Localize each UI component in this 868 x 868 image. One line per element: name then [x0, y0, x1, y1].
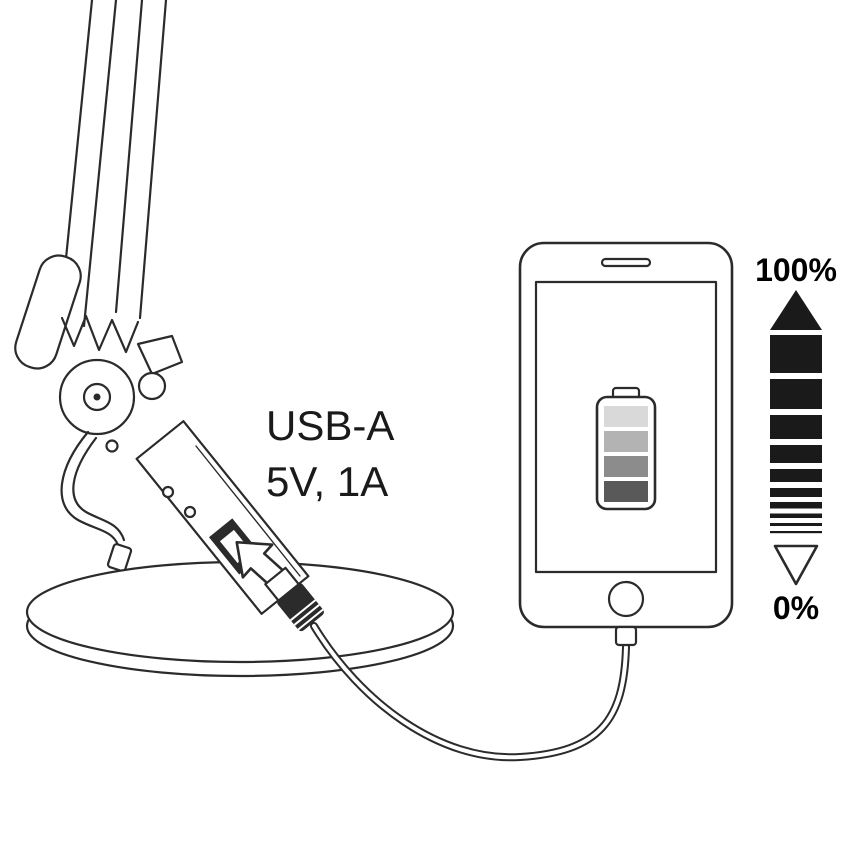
gauge-bar: [770, 335, 822, 373]
lamp-arm-tube-line: [114, 0, 144, 314]
lamp-side-cable-line: [60, 430, 120, 547]
lamp-joint-knob: [137, 371, 167, 401]
lamp-joint: [58, 334, 184, 453]
gauge-bar: [770, 379, 822, 409]
charge-gauge-bars: [770, 335, 822, 534]
battery-charging-icon: [595, 386, 657, 511]
lamp-joint-bracket: [136, 334, 184, 376]
phone-home-button: [607, 580, 645, 618]
gauge-bar: [770, 502, 822, 509]
gauge-bar: [770, 415, 822, 439]
gauge-empty-triangle-icon: [773, 544, 819, 586]
lamp-arm-tube-line: [138, 0, 168, 320]
usb-spec-label: USB-A 5V, 1A: [266, 402, 394, 505]
usb-type-text: USB-A: [266, 402, 394, 449]
lamp-side-plug: [106, 543, 133, 573]
usb-cable: [310, 622, 630, 762]
lamp-head-seam: [195, 445, 301, 577]
phone-connector-plug: [614, 625, 638, 647]
lamp-joint-pin: [93, 393, 101, 401]
gauge-bar: [770, 488, 822, 497]
battery-bar-3: [604, 456, 648, 477]
gauge-max-label: 100%: [755, 252, 837, 288]
gauge-bar: [770, 523, 822, 526]
lamp-side-cable: [60, 430, 134, 590]
lamp-head-screw: [161, 485, 175, 499]
gauge-full-triangle-icon: [770, 290, 822, 330]
gauge-bar: [770, 469, 822, 482]
lamp-side-cable-line: [72, 436, 126, 542]
lamp-spring-zigzag: [60, 314, 140, 354]
gauge-bar: [770, 531, 822, 534]
lamp-arm-tube-line: [82, 0, 118, 328]
gauge-min-label: 0%: [773, 590, 819, 626]
phone-speaker: [600, 257, 652, 268]
lamp-screw: [105, 439, 119, 453]
desk-lamp: [14, 0, 455, 678]
cable-core: [312, 624, 628, 760]
usb-plug-ribs: [289, 599, 324, 631]
phone: [518, 241, 734, 647]
usb-spec-text: 5V, 1A: [266, 458, 388, 505]
battery-bar-1: [604, 406, 648, 427]
lamp-head-screw: [183, 505, 197, 519]
charge-gauge: 100% 0%: [755, 252, 837, 626]
phone-screen: [534, 280, 718, 574]
gauge-bar: [770, 513, 822, 518]
usb-plug: [264, 566, 324, 632]
battery-bar-4: [604, 481, 648, 502]
gauge-bar: [770, 445, 822, 463]
lamp-arm-cylinder: [14, 254, 82, 370]
battery-bar-2: [604, 431, 648, 452]
lamp-arm: [14, 0, 168, 370]
